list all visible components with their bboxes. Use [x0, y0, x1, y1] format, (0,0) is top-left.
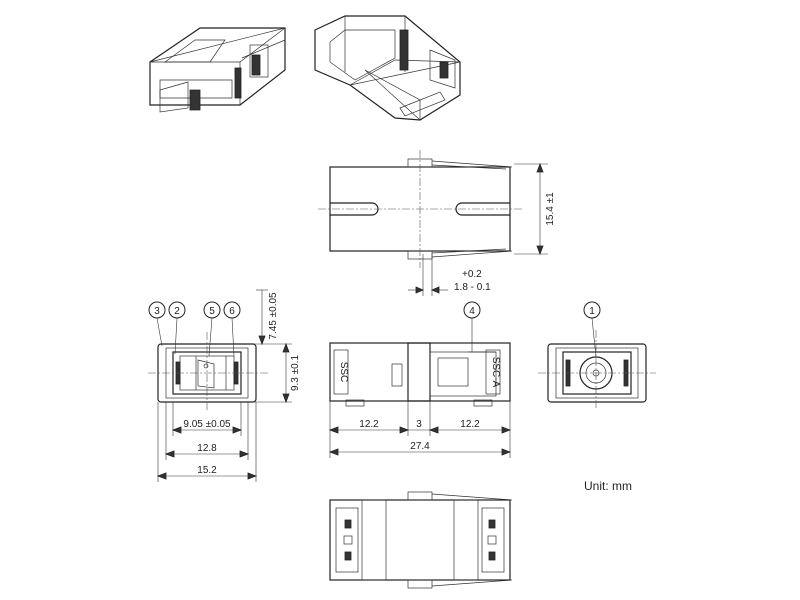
dim-left-height-b: 9.3 ±0.1 [290, 355, 301, 392]
dim-height-top: 15.4 ±1 [545, 192, 556, 226]
dim-front-half-right: 12.2 [460, 419, 480, 430]
callouts: 3 2 5 6 4 1 [148, 301, 601, 358]
front-view: SSC SSC-A [329, 342, 511, 407]
dim-front-gap: 3 [416, 419, 422, 430]
bottom-view [329, 491, 513, 589]
unit-label: Unit: mm [584, 479, 632, 493]
side-marking-left: SSC [338, 362, 349, 383]
dim-left-width-c: 15.2 [197, 465, 217, 476]
top-view-dimensions: 15.4 ±1 +0.2 1.8 - 0.1 [408, 162, 556, 296]
callout-6: 6 [229, 306, 235, 317]
isometric-view-open [314, 15, 461, 121]
isometric-view-closed [149, 27, 286, 113]
dim-left-height-a: 7.45 ±0.05 [268, 292, 279, 340]
callout-3: 3 [154, 306, 160, 317]
left-end-dimensions: 9.3 ±0.1 7.45 ±0.05 9.05 ±0.05 12.8 15.2 [156, 289, 301, 482]
dim-front-total: 27.4 [410, 441, 430, 452]
front-view-dimensions: 12.2 3 12.2 27.4 [328, 401, 512, 458]
callout-1: 1 [589, 306, 595, 317]
dim-tol-plus: +0.2 [462, 269, 482, 280]
callout-5: 5 [209, 306, 215, 317]
dim-tol-row: 1.8 - 0.1 [454, 282, 491, 293]
left-end-view [148, 332, 270, 410]
dim-left-width-b: 12.8 [197, 443, 217, 454]
callout-4: 4 [469, 306, 475, 317]
callout-2: 2 [174, 306, 180, 317]
top-view [318, 150, 522, 268]
right-end-view [538, 330, 656, 410]
dim-front-half-left: 12.2 [359, 419, 379, 430]
dim-left-width-a: 9.05 ±0.05 [183, 419, 231, 430]
side-marking-right: SSC-A [490, 357, 501, 388]
